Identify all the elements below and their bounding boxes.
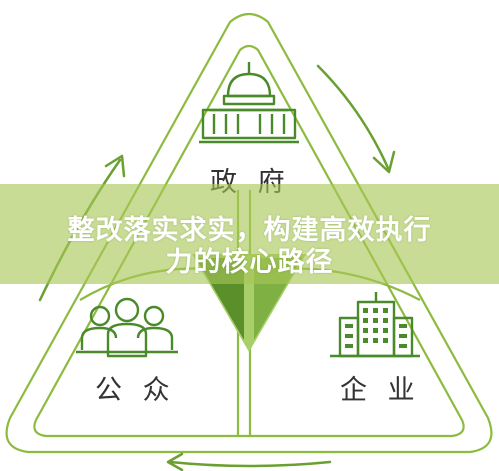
node-label-enterprise: 企 业 [340,375,421,406]
arrow-right-icon [316,64,396,174]
banner-title-line-2: 力的核心路径 [165,247,334,278]
triangle-ring [5,12,493,454]
office-windows [345,308,407,348]
government-building-icon [199,62,299,144]
banner-title-line-1: 整改落实求实，构建高效执行 [67,215,432,246]
node-label-public: 公 众 [95,375,176,406]
title-banner: 整改落实求实，构建高效执行 力的核心路径 [0,184,499,284]
office-building-icon [330,292,420,358]
arrow-bottom-icon [166,452,332,471]
people-group-icon [76,297,178,358]
